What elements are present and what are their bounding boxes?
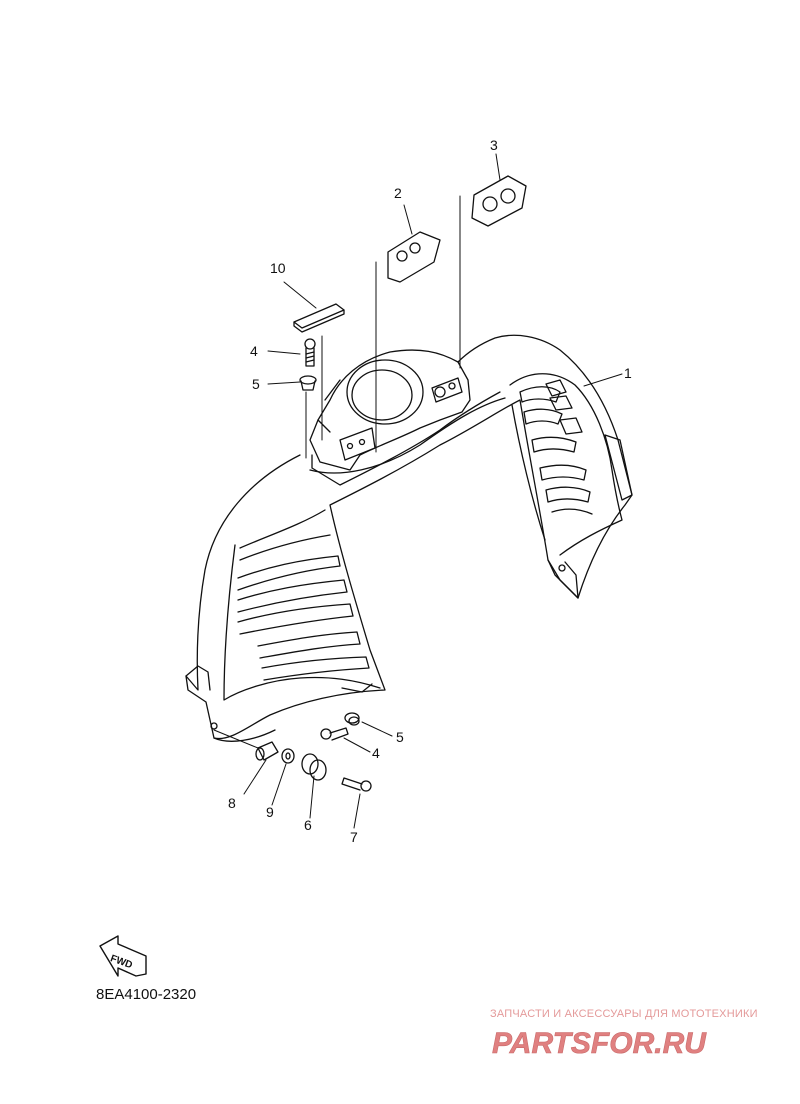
- collar-part-8: [255, 741, 279, 761]
- strip-part-10: [293, 303, 345, 333]
- fwd-label: FWD: [109, 953, 134, 971]
- callout-3: 3: [490, 137, 498, 153]
- plate-part-3: [471, 175, 527, 227]
- callout-9: 9: [266, 804, 274, 820]
- callout-6: 6: [304, 817, 312, 833]
- callout-labels: 1 2 3 10 4 5 4 5 8 9 6 7: [228, 137, 632, 845]
- grommet-part-5-upper: [299, 375, 317, 391]
- front-cover-part: [185, 334, 633, 742]
- callout-4-upper: 4: [250, 343, 258, 359]
- callout-5-upper: 5: [252, 376, 260, 392]
- callout-2: 2: [394, 185, 402, 201]
- plate-part-2: [387, 231, 441, 283]
- grommet-part-5-lower: [344, 712, 360, 726]
- callout-1: 1: [624, 365, 632, 381]
- watermark-logo-text: PARTSFOR.RU: [492, 1027, 707, 1060]
- watermark-tagline: ЗАПЧАСТИ И АКСЕССУАРЫ ДЛЯ МОТОТЕХНИКИ: [490, 1008, 758, 1020]
- callout-4-lower: 4: [372, 745, 380, 761]
- washer-part-9: [281, 748, 295, 764]
- screw-part-4-lower: [320, 727, 349, 741]
- callout-10: 10: [270, 260, 286, 276]
- grommet-part-6: [301, 753, 327, 781]
- watermark-logo: PARTSFOR.RU: [492, 1027, 708, 1061]
- screw-part-7: [341, 777, 372, 792]
- diagram-code: 8EA4100-2320: [96, 986, 197, 1003]
- fwd-arrow-icon: FWD: [99, 935, 147, 977]
- callout-7: 7: [350, 829, 358, 845]
- meter-housing: [309, 349, 471, 471]
- screw-part-4-upper: [304, 338, 316, 367]
- leader-lines: [213, 153, 623, 829]
- callout-8: 8: [228, 795, 236, 811]
- callout-5-lower: 5: [396, 729, 404, 745]
